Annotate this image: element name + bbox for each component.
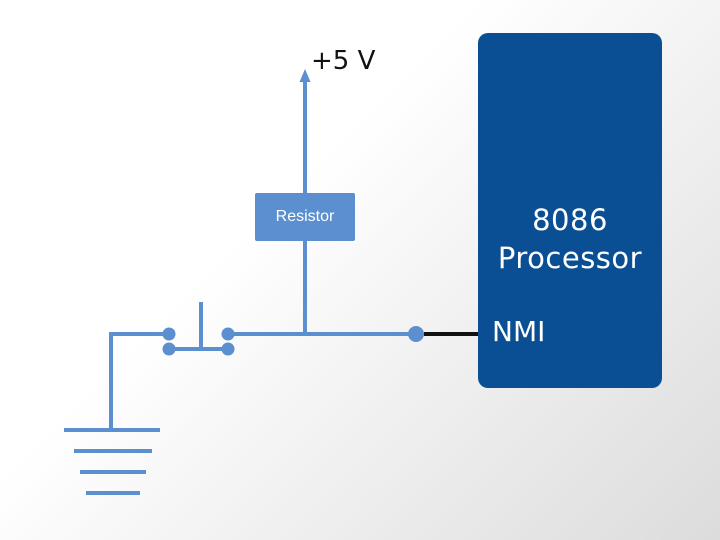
ground-symbol (64, 428, 160, 495)
resistor-label: Resistor (275, 208, 335, 225)
processor-title: 8086 Processor (478, 201, 662, 277)
supply-arrow-icon (299, 69, 311, 82)
push-button-switch (162, 302, 235, 356)
resistor: Resistor (255, 193, 355, 241)
junction-node (408, 326, 424, 342)
supply-voltage-label: +5 V (311, 46, 376, 76)
processor-type-label: Processor (497, 241, 643, 275)
processor-model-label: 8086 (532, 203, 608, 237)
nmi-pin-label: NMI (492, 315, 546, 348)
processor-block: 8086 Processor (478, 33, 662, 388)
